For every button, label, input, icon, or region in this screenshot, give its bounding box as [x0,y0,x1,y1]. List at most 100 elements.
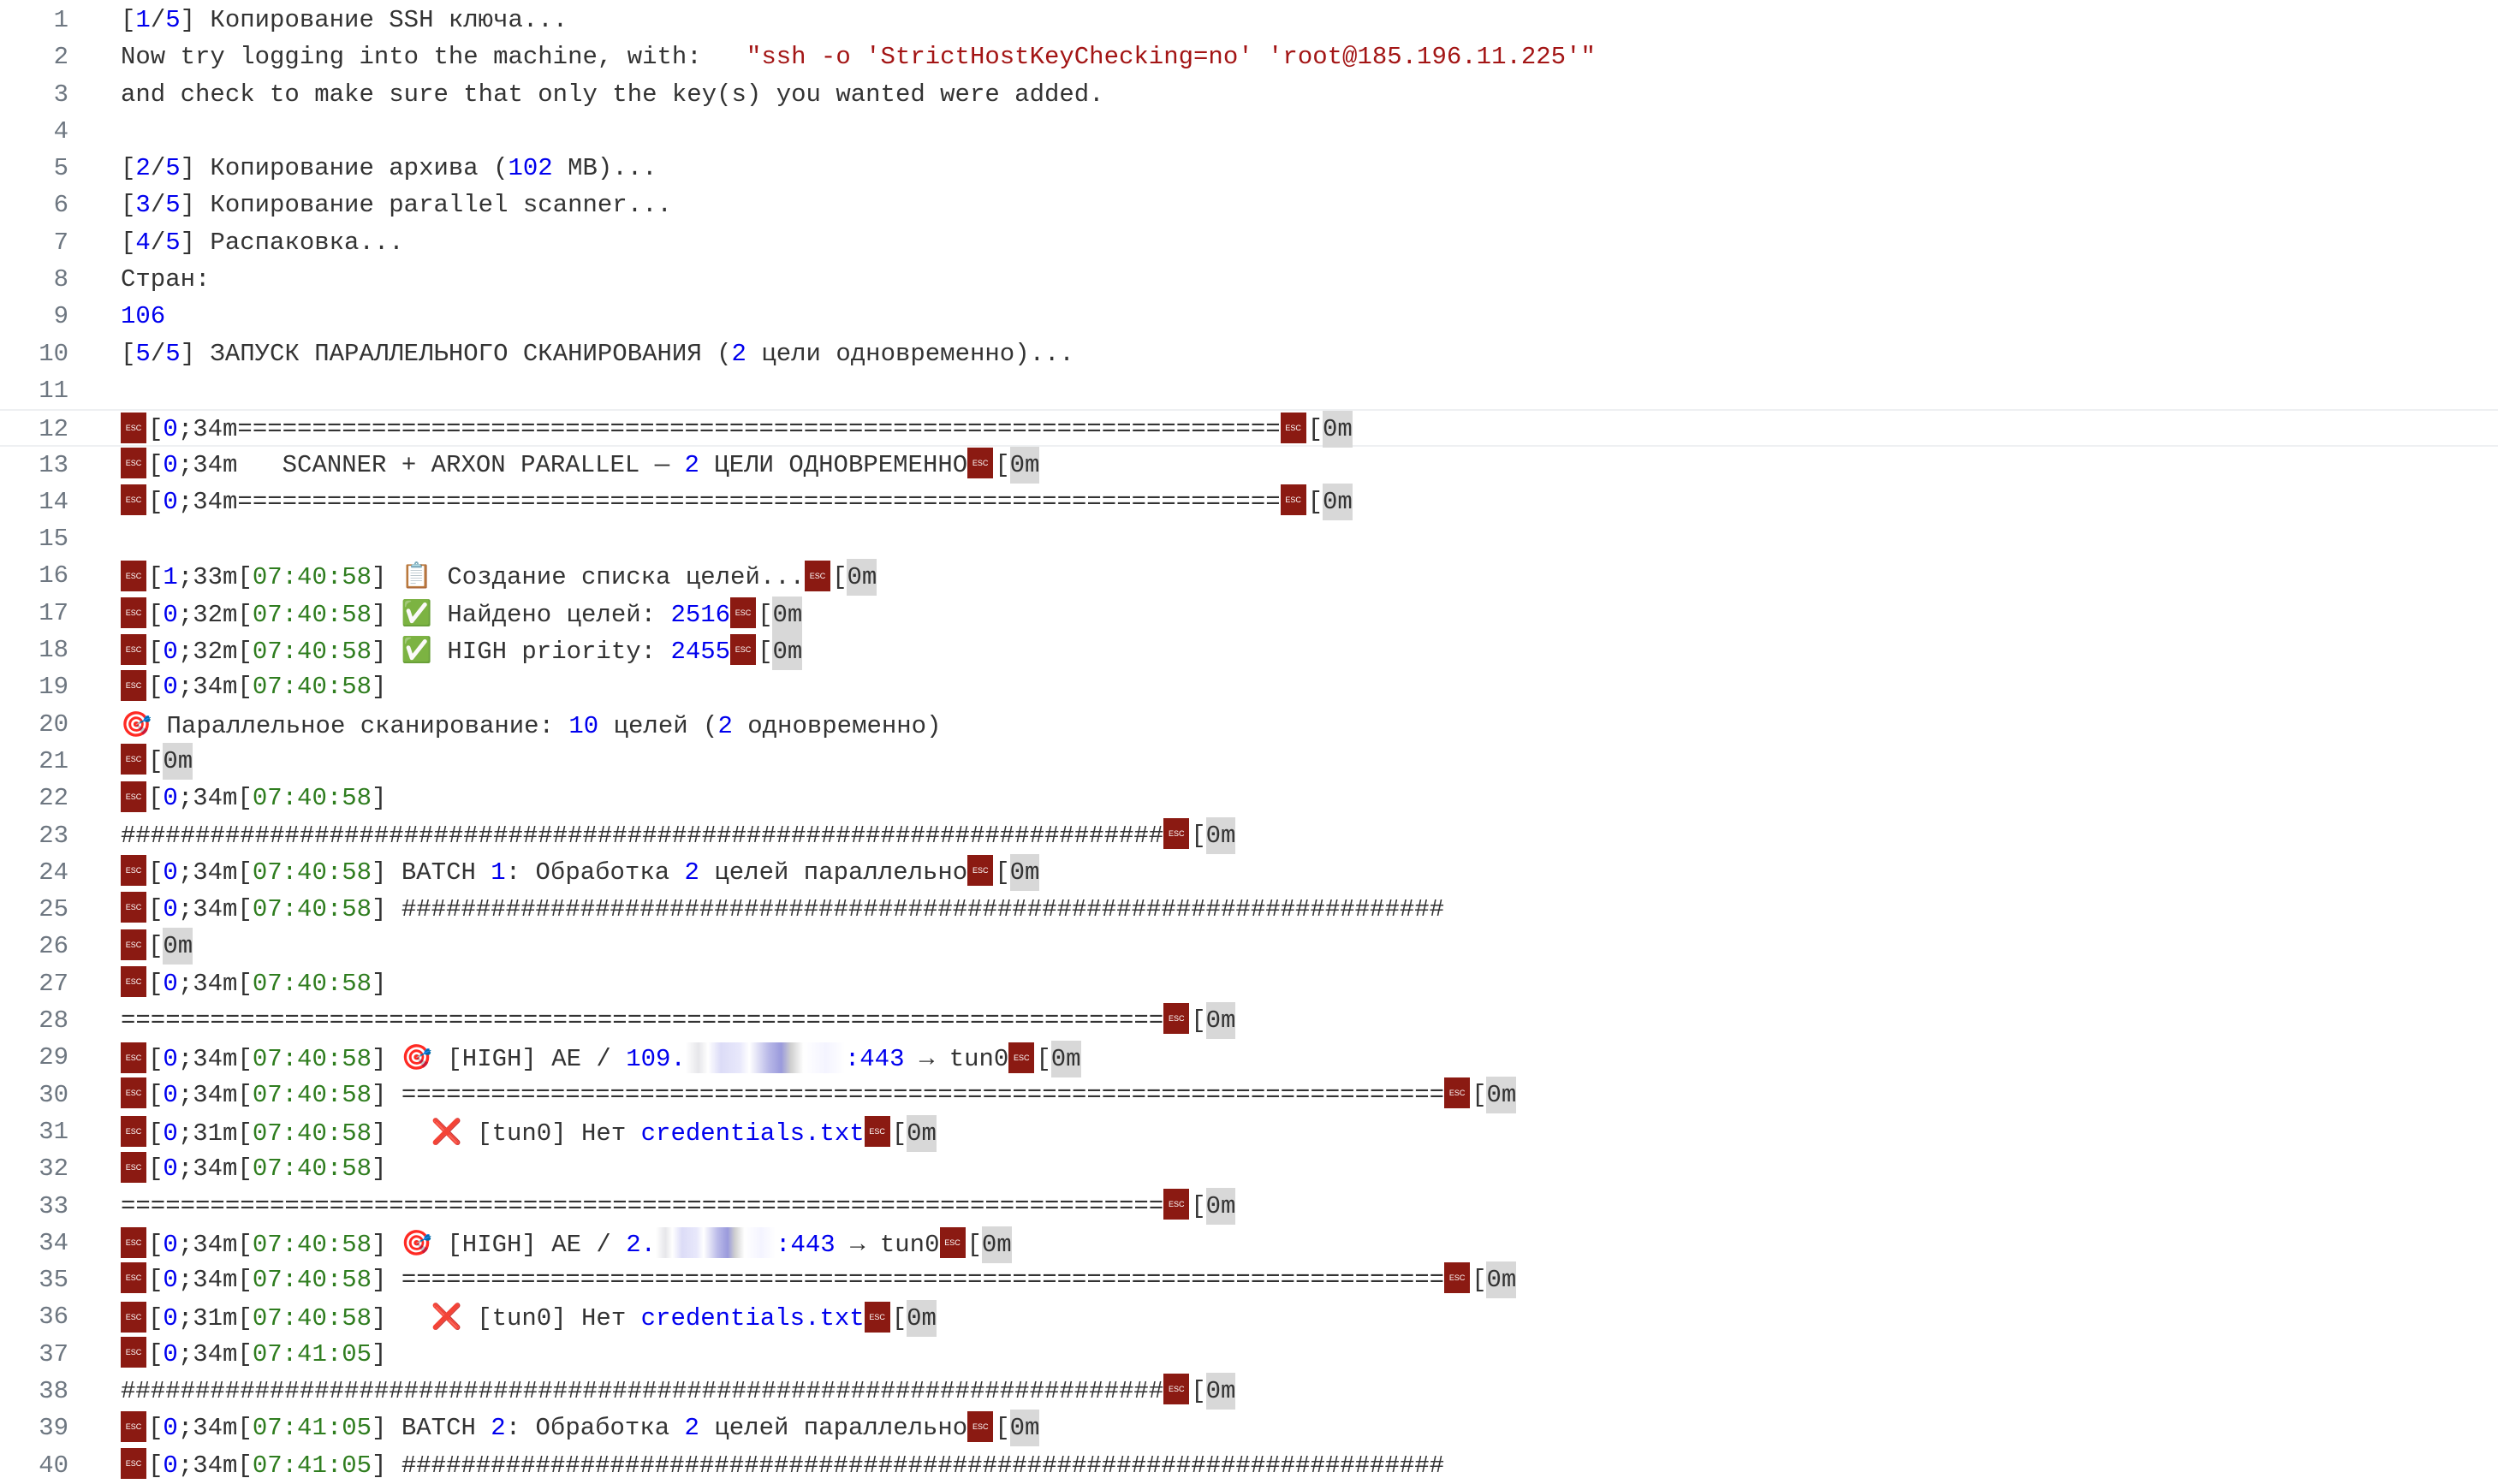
highlighted-number: 3 [135,191,151,220]
ansi-reset-code: 0m [1205,1002,1236,1040]
highlighted-number: 2 [135,154,151,183]
log-text: [ [1036,1045,1051,1074]
timestamp: 07:40:58 [252,563,372,592]
line-content: ESC[0;34m[07:40:58] [121,1150,386,1187]
line-content: ESC[0;34m[07:41:05] BATCH 2: Обработка 2… [121,1410,1040,1447]
highlighted-number: 0 [163,1045,178,1074]
clipboard-icon: 📋 [401,561,432,591]
log-text: [tun0] Нет [461,1304,641,1333]
line-content: ESC[0;34m[07:40:58] ====================… [121,1261,1517,1299]
log-text: → tun0 [835,1230,940,1259]
line-number: 29 [39,1043,68,1072]
log-text: ########################################… [121,821,1164,850]
esc-control-char-badge: ESC [1163,1188,1190,1220]
line-number: 36 [39,1303,68,1332]
log-line: 35 ESC[0;34m[07:40:58] ==================… [0,1261,2498,1299]
log-line: 6[3/5] Копирование parallel scanner... [0,187,2498,223]
log-text: ;34m[ [177,1045,253,1074]
log-text: ;33m[ [177,563,253,592]
log-text: ] ======================================… [372,1266,1445,1295]
log-line: 33======================================… [0,1187,2498,1225]
log-text: and check to make sure that only the key… [121,80,1104,109]
log-text: ;34m[ [177,895,253,924]
log-text: ########################################… [121,1376,1164,1405]
highlighted-number: 0 [163,1230,178,1259]
log-text: [ [1191,1006,1206,1036]
ansi-reset-code: 0m [981,1226,1012,1263]
line-number: 37 [39,1339,68,1368]
log-text: [ [148,415,164,444]
log-text: ЦЕЛИ ОДНОВРЕМЕННО [699,450,968,479]
line-content: ESC[1;33m[07:40:58] 📋 Создание списка це… [121,557,877,597]
log-text: [HIGH] AE / [431,1230,627,1259]
highlighted-number: 5 [165,6,181,34]
log-text: ;34m[ [177,1451,253,1480]
esc-control-char-badge: ESC [1008,1042,1035,1073]
log-text: ;34m[ [177,1339,253,1368]
line-content: Стран: [121,261,210,298]
log-text: целей ( [598,711,718,740]
highlighted-number: 5 [165,228,181,257]
ansi-reset-code: 0m [1205,1187,1236,1225]
timestamp: 07:40:58 [252,673,372,702]
log-text: [ [148,600,164,629]
esc-control-char-badge: ESC [121,634,146,666]
line-number: 11 [39,376,68,405]
log-text: ] [372,1230,401,1259]
line-number: 7 [53,228,68,257]
log-text: [ [758,638,773,667]
log-text: ;34m[ [177,673,253,702]
timestamp: 07:41:05 [252,1339,372,1368]
log-text: ] [372,563,401,592]
line-content: ESC[0;34m[07:40:58] ####################… [121,891,1444,928]
log-text: ] [372,1045,401,1074]
log-text: [ [121,6,136,34]
log-text: [ [148,1266,164,1295]
esc-control-char-badge: ESC [1163,1374,1190,1405]
log-text: [ [1307,415,1323,444]
log-text: [ [1191,1191,1206,1220]
log-text: [ [121,154,136,183]
log-text: MB)... [552,154,657,183]
log-line: 10[5/5] ЗАПУСК ПАРАЛЛЕЛЬНОГО СКАНИРОВАНИ… [0,335,2498,372]
log-text: [ [1191,1376,1206,1405]
line-number: 24 [39,858,68,887]
log-line: 29 ESC[0;34m[07:40:58] 🎯 [HIGH] AE / 109.… [0,1039,2498,1078]
line-number: 23 [39,821,68,850]
log-text: / [150,228,166,257]
line-number: 35 [39,1266,68,1295]
ansi-reset-code: 0m [1323,411,1353,448]
highlighted-number: 0 [163,415,178,444]
line-content: ESC[0;34m[07:40:58] 🎯 [HIGH] AE / 109.:4… [121,1039,1081,1078]
line-number: 2 [53,43,68,72]
highlighted-number: 5 [165,339,181,368]
ansi-reset-code: 0m [1009,446,1040,484]
line-content: [4/5] Распаковка... [121,224,404,261]
log-text: [ [121,191,136,220]
esc-control-char-badge: ESC [121,1262,146,1294]
esc-control-char-badge: ESC [121,1301,146,1333]
log-text: одновременно) [732,711,942,740]
log-text: ;34m[ [177,858,253,887]
log-text: [ [148,969,164,998]
log-text: [ [1472,1080,1487,1109]
ansi-reset-code: 0m [772,596,803,633]
line-number: 1 [53,6,68,34]
log-text: [ [148,1045,164,1074]
timestamp: 07:40:58 [252,969,372,998]
esc-control-char-badge: ESC [121,597,146,629]
target-icon: 🎯 [401,1227,432,1257]
log-text: ;31m[ [177,1304,253,1333]
line-content: ESC[0;32m[07:40:58] ✅ Найдено целей: 251… [121,595,803,633]
ansi-reset-code: 0m [847,559,877,597]
log-text: [ [995,450,1010,479]
esc-control-char-badge: ESC [121,1042,146,1073]
esc-control-char-badge: ESC [805,560,831,591]
